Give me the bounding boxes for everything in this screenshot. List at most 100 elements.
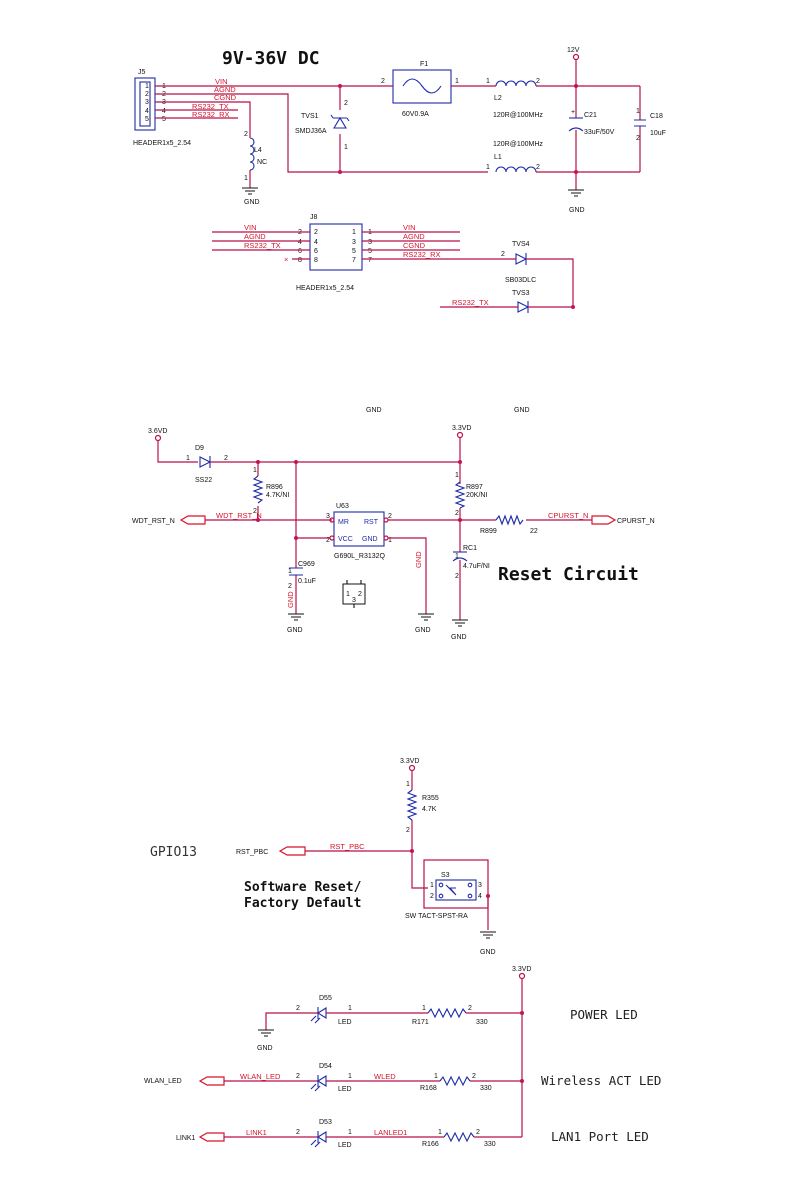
l1-pin-1: 1 — [486, 164, 490, 171]
j5-pin-5: 5 — [162, 116, 166, 123]
svg-text:8: 8 — [314, 257, 318, 264]
c21-ref: C21 — [584, 112, 597, 119]
r166-pin-2: 2 — [476, 1129, 480, 1136]
u63-mr: MR — [338, 519, 349, 526]
gnd-label-u63: GND — [415, 627, 431, 634]
gnd-label-s3: GND — [480, 949, 496, 956]
rail-12v: 12V — [567, 47, 580, 54]
wdt-port-label: WDT_RST_N — [132, 518, 175, 525]
r168-value: 330 — [480, 1085, 492, 1092]
inductor-l2: L2 120R@100MHz 1 2 — [486, 78, 640, 119]
wdt-net-label: WDT_RST_N — [216, 511, 262, 520]
gnd-label-c21: GND — [569, 207, 585, 214]
tvs3-net: RS232_TX — [452, 298, 489, 307]
r899-value: 22 — [530, 528, 538, 535]
d53-ref: D53 — [319, 1119, 332, 1126]
reset-section-title: Reset Circuit — [498, 564, 639, 585]
u63-pin-vcc: 2 — [326, 537, 330, 544]
j8-right-pin-5: 5 — [368, 248, 372, 255]
tvs1-ref: TVS1 — [301, 113, 319, 120]
s3-pin-4: 4 — [478, 893, 482, 900]
s3-value: SW TACT-SPST-RA — [405, 913, 468, 920]
sw-reset-title-2: Factory Default — [244, 896, 361, 911]
s3-pin-3: 3 — [478, 882, 482, 889]
j8-net-agnd-right: AGND — [403, 232, 425, 241]
port-wlan-led: WLAN_LED — [144, 1076, 225, 1086]
rail-3v6: 3.6VD — [148, 428, 167, 435]
j8-net-cgnd-right: CGND — [403, 241, 426, 250]
c18-value: 10uF — [650, 130, 666, 137]
d9-ref: D9 — [195, 445, 204, 452]
c969-pin-2: 2 — [288, 583, 292, 590]
j8-net-vin-left: VIN — [244, 223, 257, 232]
d9-value: SS22 — [195, 477, 212, 484]
u63-ref: U63 — [336, 503, 349, 510]
r168-pin-1: 1 — [434, 1073, 438, 1080]
c969-gnd-net: GND — [286, 591, 295, 608]
d53-pin-1: 1 — [348, 1129, 352, 1136]
port-link1: LINK1 — [176, 1132, 225, 1142]
rail-3v3-gpio: 3.3VD — [400, 758, 419, 765]
u63-value: G690L_R3132Q — [334, 553, 386, 560]
d54-pin-2: 2 — [296, 1073, 300, 1080]
j5-net-cgnd: CGND — [214, 93, 237, 102]
d55-pin-1: 1 — [348, 1005, 352, 1012]
j8-left-pin-6: 6 — [298, 248, 302, 255]
r899-ref: R899 — [480, 528, 497, 535]
r355-value: 4.7K — [422, 806, 437, 813]
j8-net-rs232rx-right: RS232_RX — [403, 250, 441, 259]
resistor-r355: R355 4.7K 1 2 — [406, 771, 439, 889]
r168-pin-2: 2 — [472, 1073, 476, 1080]
power-led-title: POWER LED — [570, 1007, 638, 1022]
l4-pin-1: 1 — [244, 175, 248, 182]
rc1-ref: RC1 — [463, 545, 477, 552]
r171-pin-1: 1 — [422, 1005, 426, 1012]
r896-ref: R896 — [266, 484, 283, 491]
tvs4-ref: TVS4 — [512, 241, 530, 248]
tvs-diode-tvs4: TVS4 SB03DLC 2 — [500, 241, 574, 307]
c969-pin-1: 1 — [288, 568, 292, 575]
capacitor-rc1: RC1 4.7uF/NI 1 2 GND — [451, 545, 490, 641]
lan-led-title: LAN1 Port LED — [551, 1129, 649, 1144]
r897-pin-1: 1 — [455, 472, 459, 479]
d9-pin-2: 2 — [224, 455, 228, 462]
rc1-value: 4.7uF/NI — [463, 563, 490, 570]
lanled-net-label: LANLED1 — [374, 1128, 407, 1137]
j8-net-agnd-left: AGND — [244, 232, 266, 241]
j5-net-rs232-rx: RS232_RX — [192, 110, 230, 119]
rail-3v3-led: 3.3VD — [512, 966, 531, 973]
r355-ref: R355 — [422, 795, 439, 802]
f1-ref: F1 — [420, 61, 428, 68]
resistor-r168: R168 330 1 2 — [420, 1073, 522, 1092]
gnd-label-l4: GND — [244, 199, 260, 206]
j5-pin-4: 4 — [162, 108, 166, 115]
j8-right-pin-3: 3 — [368, 239, 372, 246]
cpurst-net-label: CPURST_N — [548, 511, 588, 520]
svg-text:1: 1 — [145, 83, 149, 90]
rc1-pin-2: 2 — [455, 573, 459, 580]
resistor-r171: R171 330 1 2 — [412, 1005, 522, 1026]
l2-ref: L2 — [494, 95, 502, 102]
j5-footprint: HEADER1x5_2.54 — [133, 140, 191, 147]
c969-ref: C969 — [298, 561, 315, 568]
r168-ref: R168 — [420, 1085, 437, 1092]
connector-j8: J8 HEADER1x5_2.54 2 4 6 8 2 4 6 8 1 3 5 … — [296, 214, 372, 292]
r166-pin-1: 1 — [438, 1129, 442, 1136]
svg-text:4: 4 — [314, 239, 318, 246]
r896-value: 4.7K/NI — [266, 492, 289, 499]
led-d54: D54 LED 2 1 — [296, 1063, 352, 1093]
gnd-label-d55: GND — [257, 1045, 273, 1052]
j5-ref: J5 — [138, 69, 146, 76]
d53-pin-2: 2 — [296, 1129, 300, 1136]
l2-value: 120R@100MHz — [493, 112, 543, 119]
svg-text:5: 5 — [145, 116, 149, 123]
l4-ref: L4 — [254, 147, 262, 154]
port-cpurst-n: CPURST_N — [591, 515, 655, 525]
j8-ref: J8 — [310, 214, 318, 221]
ic-u63: U63 MR RST VCC GND 3 2 2 1 G690L_R3132Q — [326, 503, 392, 560]
gpio-label: GPIO13 — [150, 845, 197, 860]
svg-text:1: 1 — [352, 229, 356, 236]
switch-s3: S3 1 2 3 4 SW TACT-SPST-RA — [405, 859, 489, 920]
r896-pin-2: 2 — [253, 508, 257, 515]
d55-value: LED — [338, 1019, 352, 1026]
